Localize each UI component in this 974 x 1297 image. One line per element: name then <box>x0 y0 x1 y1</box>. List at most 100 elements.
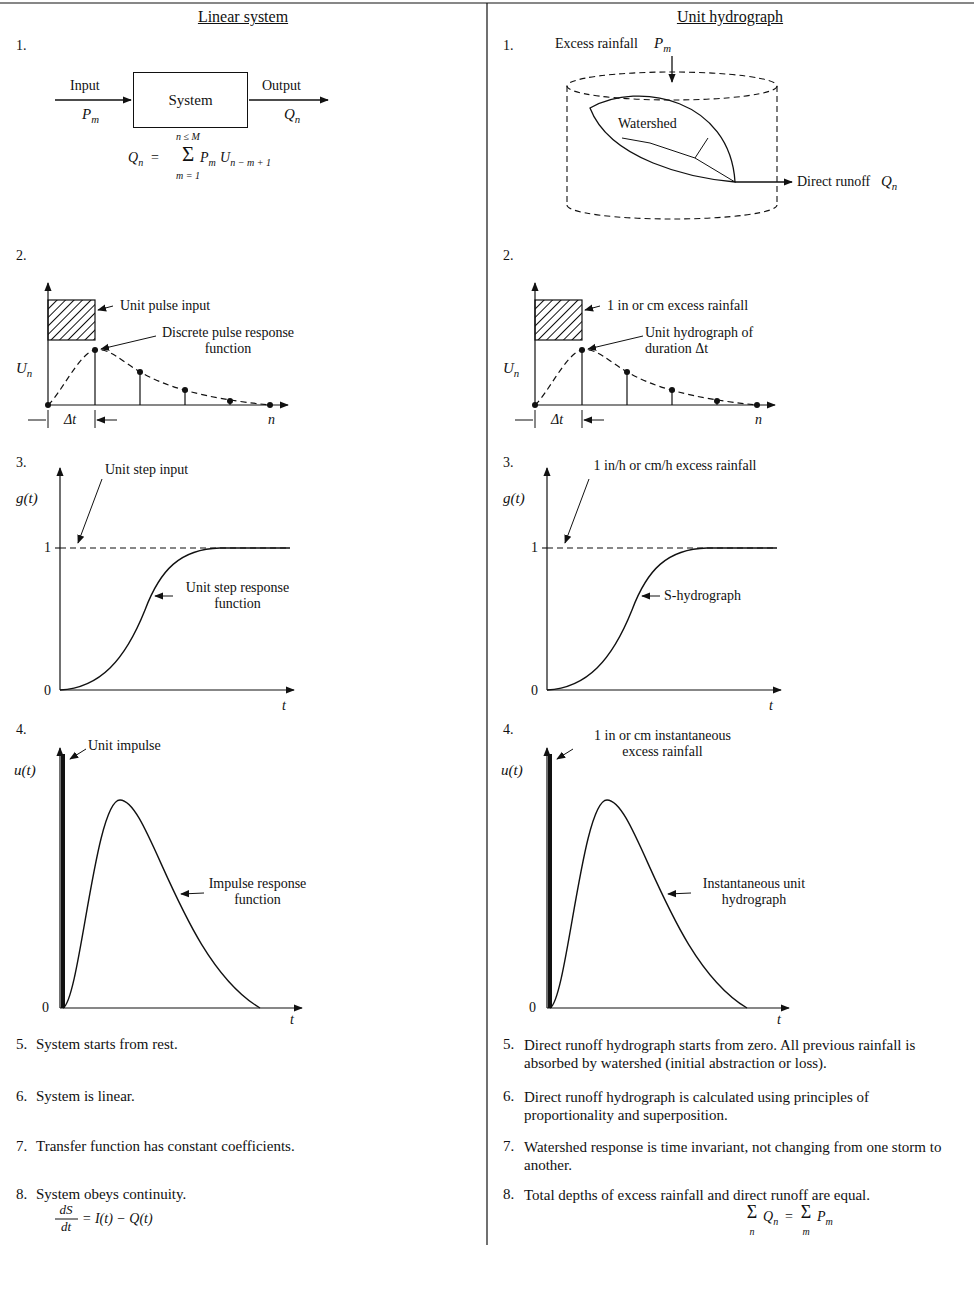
item-number: 1. <box>503 38 514 54</box>
axis-label: t <box>769 698 773 714</box>
axis-label: Δt <box>64 412 76 428</box>
formula-limit: m = 1 <box>176 170 200 182</box>
symbol-subscript: n <box>514 367 519 379</box>
cylinder-bottom <box>567 205 777 219</box>
step-response-plot <box>542 468 781 690</box>
column-heading: Unit hydrograph <box>677 8 783 26</box>
annotation: S-hydrograph <box>664 588 741 604</box>
axis-label: Δt <box>551 412 563 428</box>
symbol-subscript: n <box>138 157 143 168</box>
annotation: Direct runoff <box>797 174 870 190</box>
axis-label: n <box>755 412 762 428</box>
leader-line <box>155 596 173 597</box>
formula-term: dt <box>61 1220 71 1235</box>
signal-symbol: Pm <box>82 106 99 125</box>
axis-label: 1 <box>531 540 538 556</box>
axis-label: t <box>777 1012 781 1028</box>
formula-term: = <box>151 150 159 166</box>
axis-label: 0 <box>531 683 538 699</box>
formula-sigma: Σ <box>747 1202 757 1223</box>
symbol-subscript: m <box>209 157 216 168</box>
sample-dot <box>137 369 143 375</box>
statement: Direct runoff hydrograph is calculated u… <box>524 1088 949 1124</box>
leader-line <box>70 749 86 759</box>
axis-label: g(t) <box>503 490 525 507</box>
item-number: 5. <box>16 1036 27 1053</box>
statement: System starts from rest. <box>36 1036 178 1053</box>
symbol-base: Q <box>763 1209 773 1224</box>
y-axis <box>59 748 60 1008</box>
symbol-base: U <box>220 150 230 165</box>
annotation: Impulse response function <box>200 876 315 908</box>
annotation: 1 in or cm instantaneous excess rainfall <box>575 728 750 760</box>
item-number: 1. <box>16 38 27 54</box>
sample-dot <box>45 402 51 408</box>
column-divider <box>486 3 487 1245</box>
signal-symbol: Pm <box>654 35 671 54</box>
x-axis <box>60 689 294 690</box>
annotation: Discrete pulse response function <box>148 325 308 357</box>
box-label: System <box>168 92 212 109</box>
watershed-illustration <box>567 56 792 219</box>
duration-ticks <box>48 410 95 428</box>
sample-dot <box>92 347 98 353</box>
annotation: Unit step input <box>105 462 188 478</box>
formula-limit: n ≤ M <box>176 131 200 143</box>
axis-label: g(t) <box>16 490 38 507</box>
input-arrow <box>55 99 131 100</box>
rainfall-arrow <box>671 56 672 82</box>
symbol-subscript: m <box>91 113 99 125</box>
item-number: 3. <box>503 455 514 471</box>
symbol-base: Q <box>284 106 295 122</box>
item-number: 7. <box>16 1138 27 1155</box>
item-number: 2. <box>16 248 27 264</box>
formula-term: Pm <box>200 150 216 168</box>
axis-label: Un <box>503 360 519 379</box>
axis-label: 0 <box>44 683 51 699</box>
formula-term: Un − m + 1 <box>220 150 271 168</box>
signal-label: Output <box>262 78 301 94</box>
axis-label: Un <box>16 360 32 379</box>
item-number: 6. <box>503 1088 514 1105</box>
step-response-plot <box>55 468 294 690</box>
pulse-response-plot <box>515 283 775 428</box>
statement: Transfer function has constant coefficie… <box>36 1138 295 1155</box>
formula-term: Pm <box>817 1209 833 1227</box>
item-number: 4. <box>16 722 27 738</box>
statement: Direct runoff hydrograph starts from zer… <box>524 1036 949 1072</box>
item-number: 8. <box>16 1186 27 1203</box>
item-number: 7. <box>503 1138 514 1155</box>
formula-term: = I(t) − Q(t) <box>82 1211 153 1227</box>
pulse-stems <box>95 350 230 405</box>
formula-term: = <box>785 1209 793 1225</box>
symbol-subscript: n <box>892 180 897 192</box>
axis-label: 1 <box>44 540 51 556</box>
annotation: Unit pulse input <box>120 298 210 314</box>
symbol-subscript: m <box>663 42 671 54</box>
symbol-base: P <box>82 106 91 122</box>
annotation: Unit step response function <box>175 580 300 612</box>
watershed-outline <box>590 96 735 182</box>
y-axis <box>59 468 60 690</box>
annotation: Watershed <box>618 116 677 132</box>
signal-label: Input <box>70 78 100 94</box>
symbol-subscript: n <box>773 1216 778 1227</box>
leader-line <box>78 479 102 543</box>
annotation: Unit impulse <box>88 738 161 754</box>
formula-term: dS <box>60 1203 73 1218</box>
axis-label: u(t) <box>501 762 523 779</box>
impulse-response-curve <box>63 800 260 1008</box>
symbol-subscript: n <box>295 113 300 125</box>
annotation: 1 in/h or cm/h excess rainfall <box>590 458 760 474</box>
statement: Total depths of excess rainfall and dire… <box>524 1186 949 1204</box>
axis-label: u(t) <box>14 762 36 779</box>
x-axis <box>60 1007 302 1008</box>
annotation: 1 in or cm excess rainfall <box>607 298 748 314</box>
formula-limit: m <box>802 1226 809 1238</box>
stream-network <box>622 138 735 182</box>
axis-label: 0 <box>529 1000 536 1016</box>
symbol-base: P <box>200 150 209 165</box>
s-curve <box>60 548 290 690</box>
x-axis <box>48 404 288 405</box>
